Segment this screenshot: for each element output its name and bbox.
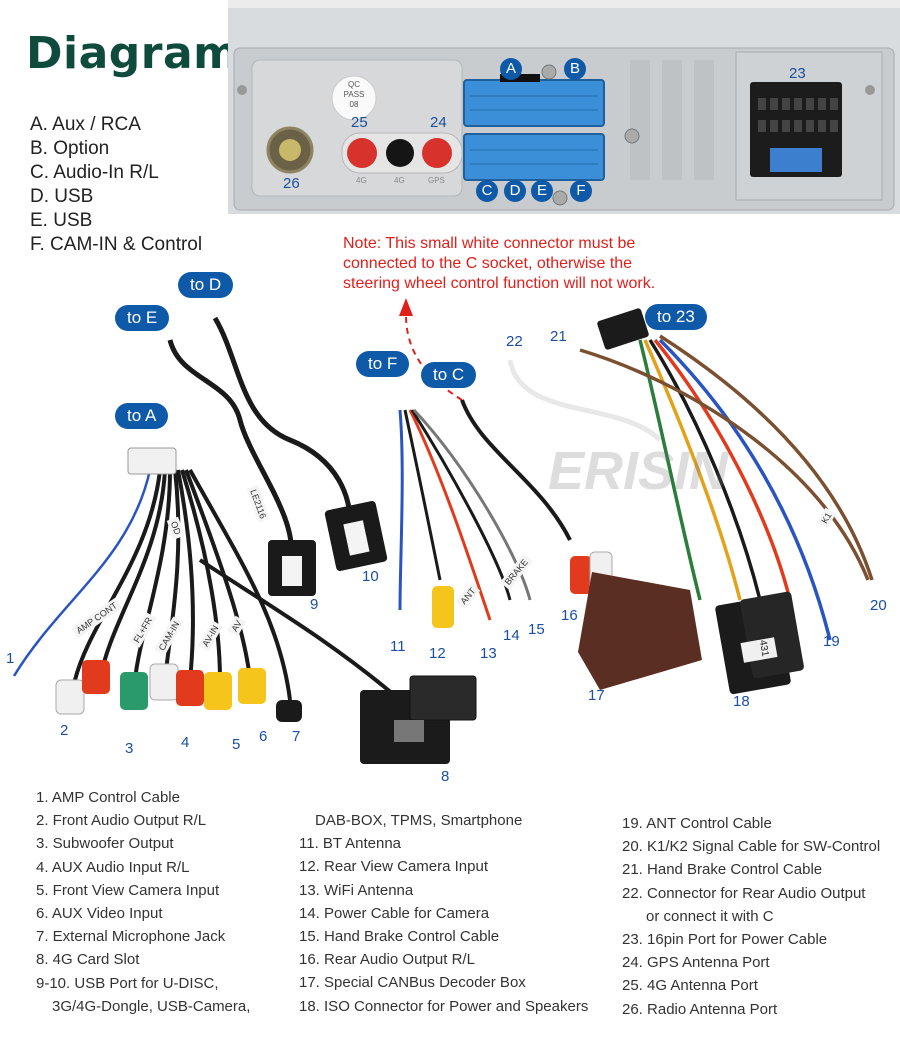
diagram-title: Diagram (26, 28, 240, 79)
list-item: 25. 4G Antenna Port (622, 977, 758, 995)
callout-19: 19 (823, 633, 840, 650)
callout-20: 20 (870, 597, 887, 614)
bubble-to-c: to C (421, 362, 477, 388)
socket-badge-f: F (570, 180, 592, 202)
jack-label: GPS (428, 176, 445, 185)
list-item: 7. External Microphone Jack (36, 928, 226, 946)
socket-badge-c: C (476, 180, 498, 202)
list-item: 2. Front Audio Output R/L (36, 812, 207, 830)
list-item: 17. Special CANBus Decoder Box (299, 974, 526, 992)
list-item: 26. Radio Antenna Port (622, 1000, 778, 1018)
legend-item: A. Aux / RCA (30, 114, 141, 135)
socket-badge-e: E (531, 180, 553, 202)
jack-label: 4G (356, 176, 367, 185)
list-item: 18. ISO Connector for Power and Speakers (299, 997, 589, 1015)
callout-4: 4 (181, 734, 190, 751)
port-label-24: 24 (430, 114, 447, 131)
warning-note: Note: This small white connector must be… (343, 235, 656, 292)
parts-list-col2: DAB-BOX, TPMS, Smartphone 11. BT Antenna… (299, 809, 588, 1018)
callout-21: 21 (550, 328, 567, 345)
callout-18: 18 (733, 693, 750, 710)
list-item: 14. Power Cable for Camera (299, 904, 490, 922)
list-item: 6. AUX Video Input (36, 905, 163, 923)
jack-label: 4G (394, 176, 405, 185)
bubble-to-a: to A (115, 403, 169, 429)
list-item: 19. ANT Control Cable (622, 815, 772, 832)
list-item: 23. 16pin Port for Power Cable (622, 931, 828, 949)
list-item: 16. Rear Audio Output R/L (299, 951, 475, 969)
list-item: 1. AMP Control Cable (36, 789, 180, 806)
callout-22: 22 (506, 333, 523, 350)
bubble-to-d: to D (178, 272, 234, 298)
socket-badge-a: A (500, 58, 522, 80)
callout-11: 11 (390, 638, 406, 655)
list-item: 9-10. USB Port for U-DISC, (36, 974, 219, 992)
list-item: DAB-BOX, TPMS, Smartphone (315, 812, 523, 829)
callout-1: 1 (6, 650, 15, 667)
callout-3: 3 (125, 740, 134, 757)
list-item: 22. Connector for Rear Audio Output (622, 884, 866, 902)
legend-item: D. USB (30, 186, 94, 207)
socket-legend: A. Aux / RCA B. Option C. Audio-In R/L D… (30, 113, 202, 257)
gps-antenna-port (422, 138, 452, 168)
list-item: 3. Subwoofer Output (36, 835, 174, 853)
legend-item: B. Option (30, 138, 110, 159)
list-item: 4. AUX Audio Input R/L (36, 858, 190, 876)
list-item: 11. BT Antenna (299, 835, 402, 853)
callout-15: 15 (528, 621, 545, 638)
socket-badge-d: D (504, 180, 526, 202)
callout-12: 12 (429, 645, 446, 662)
port-label-25: 25 (351, 114, 368, 131)
parts-list-col1: 1. AMP Control Cable 2. Front Audio Outp… (36, 786, 250, 1018)
legend-item: E. USB (30, 210, 93, 231)
callout-17: 17 (588, 687, 605, 704)
list-item: 21. Hand Brake Control Cable (622, 861, 823, 879)
list-item: or connect it with C (646, 907, 774, 925)
list-item: 5. Front View Camera Input (36, 881, 220, 899)
socket-c-f (463, 133, 605, 181)
4g-antenna-port (347, 138, 377, 168)
legend-item: C. Audio-In R/L (30, 162, 159, 183)
qc-sticker (331, 75, 377, 121)
callout-7: 7 (292, 728, 301, 745)
list-item: 24. GPS Antenna Port (622, 954, 770, 972)
list-item: 15. Hand Brake Control Cable (299, 928, 500, 946)
socket-badge-b: B (564, 58, 586, 80)
list-item: 8. 4G Card Slot (36, 951, 140, 969)
bubble-to-23: to 23 (645, 304, 707, 330)
callout-13: 13 (480, 645, 497, 662)
callout-2: 2 (60, 722, 69, 739)
callout-6: 6 (259, 728, 268, 745)
bubble-to-e: to E (115, 305, 170, 331)
legend-item: F. CAM-IN & Control (30, 234, 203, 255)
watermark: ERISIN (548, 441, 729, 501)
parts-list-col3: 19. ANT Control Cable 20. K1/K2 Signal C… (622, 812, 880, 1021)
port-label-23: 23 (789, 65, 806, 82)
callout-5: 5 (232, 736, 241, 753)
callout-16: 16 (561, 607, 578, 624)
callout-9: 9 (310, 596, 319, 613)
callout-8: 8 (441, 768, 450, 785)
callout-10: 10 (362, 568, 379, 585)
list-item: 3G/4G-Dongle, USB-Camera, (52, 997, 251, 1015)
list-item: 13. WiFi Antenna (299, 881, 414, 899)
port-label-26: 26 (283, 175, 300, 192)
socket-a-b (463, 79, 605, 127)
list-item: 20. K1/K2 Signal Cable for SW-Control (622, 838, 881, 856)
bubble-to-f: to F (356, 351, 410, 377)
list-item: 12. Rear View Camera Input (299, 858, 488, 876)
callout-14: 14 (503, 627, 520, 644)
